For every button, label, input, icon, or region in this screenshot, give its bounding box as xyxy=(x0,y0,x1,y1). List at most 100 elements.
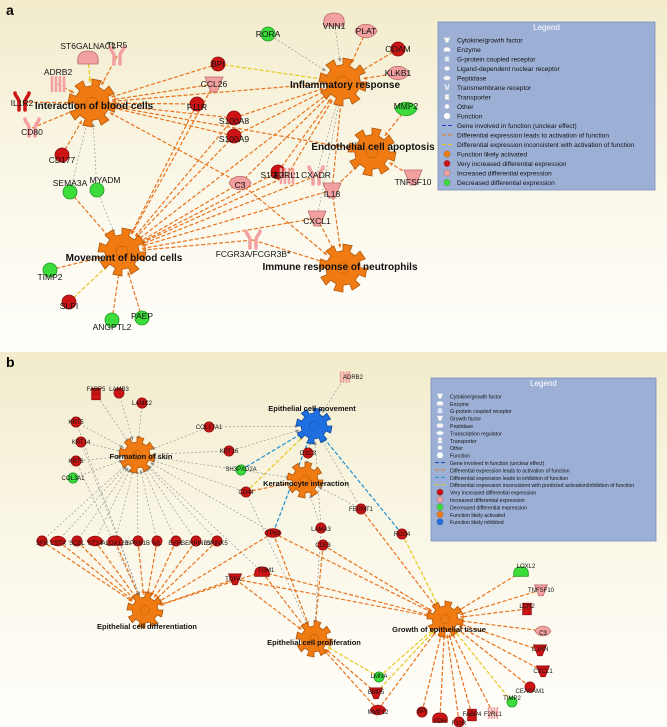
molecule-s100a9: S100A9 xyxy=(219,128,249,144)
molecule-label: KLKB1 xyxy=(385,68,412,78)
molecule-lama3: LAMA3 xyxy=(311,522,331,534)
transporter-icon xyxy=(467,708,477,722)
other-icon xyxy=(113,387,125,399)
molecule-sfn: SFN xyxy=(36,535,48,547)
receptor-icon xyxy=(23,117,41,138)
edge-line xyxy=(314,544,324,624)
edge-line xyxy=(446,634,460,723)
edge-arrowhead xyxy=(456,628,461,633)
edge-line xyxy=(228,430,300,452)
molecule-label: IL1RN xyxy=(531,647,548,653)
molecule-label: CCL26 xyxy=(201,79,228,89)
edge-line xyxy=(150,462,274,534)
molecule-label: TNFSF10 xyxy=(395,177,432,187)
molecule-label: XDH xyxy=(434,719,447,725)
legend-item-label: Function likely inhibited xyxy=(450,520,504,526)
gear-hub xyxy=(309,634,319,644)
other-icon xyxy=(416,706,428,718)
gear-hub xyxy=(336,261,350,275)
other-icon xyxy=(54,147,70,163)
edge-arrowhead xyxy=(309,494,313,499)
molecule-label: SPINK5 xyxy=(206,541,228,547)
transporter-icon xyxy=(522,602,532,616)
edge-arrowhead xyxy=(325,649,330,653)
edge-line xyxy=(111,63,219,98)
edge-line xyxy=(101,55,118,86)
molecule-sprr1b: SPRR1B xyxy=(126,535,150,547)
molecule-ivl: IVL xyxy=(151,535,163,547)
molecule-label: SLPI xyxy=(60,301,78,311)
edge-line xyxy=(141,217,318,250)
other-icon xyxy=(189,96,205,112)
molecule-label: SEMA3A xyxy=(53,178,88,188)
cytokine-icon xyxy=(535,665,551,678)
cytokine-icon xyxy=(532,644,548,657)
legend-item-label: Function xyxy=(450,454,470,460)
other-icon xyxy=(71,535,83,547)
molecule-label: PAEP xyxy=(131,311,153,321)
molecule-krt14: KRT14 xyxy=(72,436,91,448)
receptor-icon xyxy=(244,229,262,250)
legend-ligand-icon xyxy=(444,66,450,71)
gear-hub xyxy=(300,475,310,485)
molecule-label: LOXL2 xyxy=(517,564,536,570)
legend-color-swatch xyxy=(436,511,444,518)
molecule-label: ST6GALNAC2 xyxy=(60,41,116,51)
molecule-label: ST14 xyxy=(88,541,103,547)
function-node-blood xyxy=(67,78,117,128)
molecule-label: ALOX12B xyxy=(102,541,129,547)
edge-line xyxy=(459,623,541,651)
molecule-label: RORA xyxy=(256,29,281,39)
edge-line xyxy=(321,376,346,414)
edge-arrowhead xyxy=(70,89,75,94)
other-icon xyxy=(223,445,235,457)
molecule-mmp2: MMP2 xyxy=(394,101,419,117)
edge-line xyxy=(76,467,129,542)
edge-line xyxy=(76,540,135,600)
edge-line xyxy=(57,466,127,542)
function-label: Immune response of neutrophils xyxy=(262,262,417,273)
molecule-timp2: TIMP2 xyxy=(37,262,63,282)
edge-line xyxy=(135,135,235,238)
molecule-label: LCN2 xyxy=(519,604,535,610)
edge-arrowhead xyxy=(432,631,436,636)
edge-line xyxy=(333,19,341,62)
molecule-spink5: SPINK5 xyxy=(206,535,228,547)
other-icon xyxy=(132,535,144,547)
legend-other-icon xyxy=(444,104,450,110)
molecule-cd44: CD44 xyxy=(238,486,254,498)
molecule-label: CEACAM1 xyxy=(515,689,545,695)
legend-item-label: Growth factor xyxy=(450,417,481,423)
edge-line xyxy=(155,540,218,600)
network-diagram-a: aST6GALNAC2TLR5ADRB2IL1R2CD80CD177SEMA3A… xyxy=(6,2,656,332)
other-icon xyxy=(190,535,202,547)
other-icon xyxy=(260,26,276,42)
molecule-label: CXCL1 xyxy=(533,669,553,675)
edge-line xyxy=(323,437,403,535)
function-node-endo xyxy=(347,127,397,177)
edge-line xyxy=(127,271,143,319)
function-label: Epithelial cell differentiation xyxy=(97,622,197,631)
function-node-growth xyxy=(426,600,464,638)
molecule-label: EVPL xyxy=(168,541,184,547)
legend-transcription-icon xyxy=(436,430,444,436)
edge-arrowhead xyxy=(141,243,146,247)
edge-arrowhead xyxy=(98,256,103,260)
molecule-label: CD177 xyxy=(49,155,76,165)
legend-item-label: Ligand-dependent nuclear receptor xyxy=(457,66,560,73)
legend-item-label: Function likely activated xyxy=(450,513,505,519)
edge-arrowhead xyxy=(460,614,464,619)
function-node-move xyxy=(97,227,147,277)
molecule-myadm: MYADM xyxy=(89,175,121,198)
other-icon xyxy=(226,128,242,144)
molecule-csta: CSTA xyxy=(49,535,67,547)
molecule-label: TGFA xyxy=(225,577,241,583)
molecule-cd177: CD177 xyxy=(49,147,76,165)
edge-arrowhead xyxy=(127,271,131,276)
edge-line xyxy=(111,107,235,137)
molecule-label: MMP12 xyxy=(368,710,389,716)
legend-item-label: Differential expression leads to activat… xyxy=(457,132,609,139)
molecule-label: IL1R2 xyxy=(11,98,34,108)
